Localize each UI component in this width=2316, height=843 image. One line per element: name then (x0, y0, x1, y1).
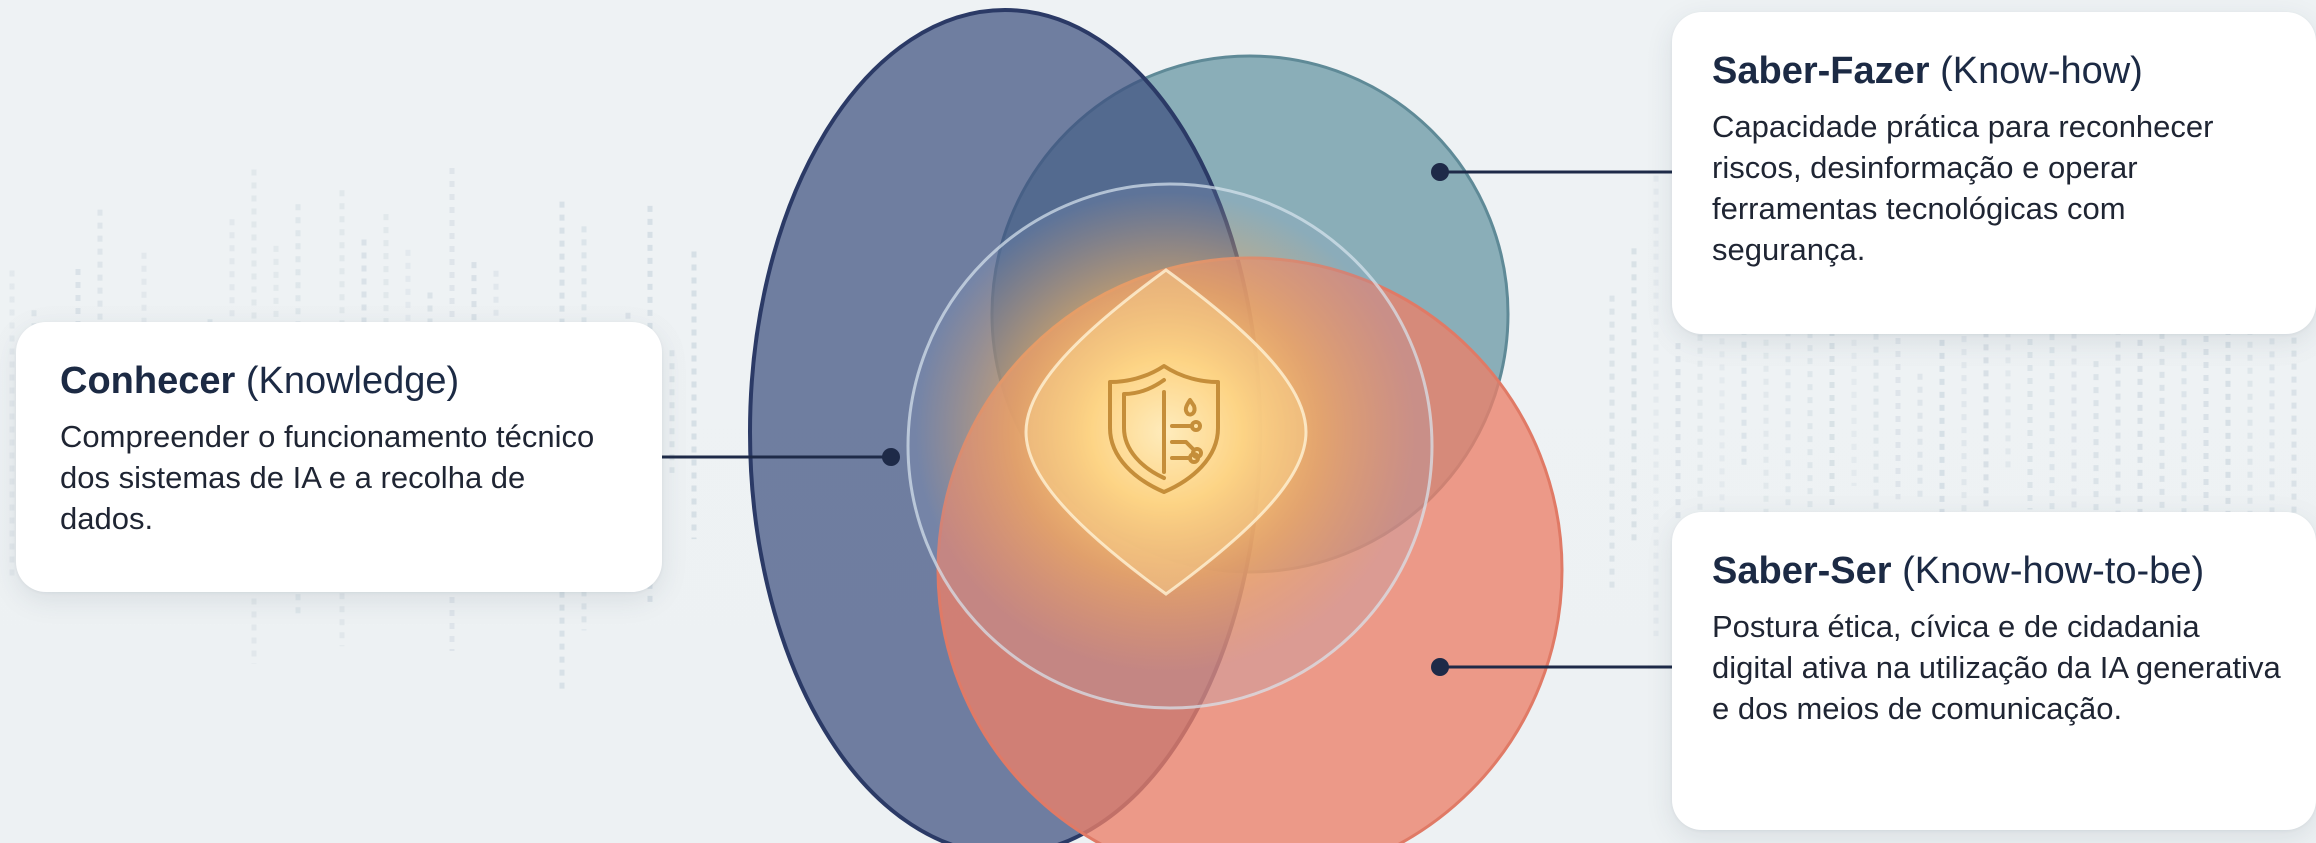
card-conhecer: Conhecer (Knowledge) Compreender o funci… (16, 322, 662, 592)
card-saber-fazer: Saber-Fazer (Know-how) Capacidade prátic… (1672, 12, 2316, 334)
card-conhecer-title-bold: Conhecer (60, 360, 236, 402)
card-saber-fazer-title-bold: Saber-Fazer (1712, 50, 1930, 92)
card-conhecer-title-sub: (Knowledge) (245, 360, 460, 402)
card-saber-ser-title-bold: Saber-Ser (1712, 550, 1892, 592)
connector-saber-ser (1431, 658, 1672, 676)
card-saber-ser: Saber-Ser (Know-how-to-be) Postura ética… (1672, 512, 2316, 830)
card-saber-fazer-title-sub: (Know-how) (1940, 50, 2143, 92)
card-saber-ser-title-sub: (Know-how-to-be) (1902, 550, 2205, 592)
connector-saber-fazer (1431, 163, 1672, 181)
shield-circuit-icon (1108, 364, 1220, 494)
connector-conhecer (662, 448, 900, 466)
card-conhecer-title: Conhecer (Knowledge) (60, 358, 622, 404)
card-saber-fazer-title: Saber-Fazer (Know-how) (1712, 48, 2286, 94)
card-conhecer-description: Compreender o funcionamento técnico dos … (60, 419, 595, 536)
card-saber-ser-description: Postura ética, cívica e de cidadania dig… (1712, 609, 2281, 726)
card-saber-fazer-description: Capacidade prática para reconhecer risco… (1712, 109, 2214, 267)
card-saber-ser-title: Saber-Ser (Know-how-to-be) (1712, 548, 2286, 594)
